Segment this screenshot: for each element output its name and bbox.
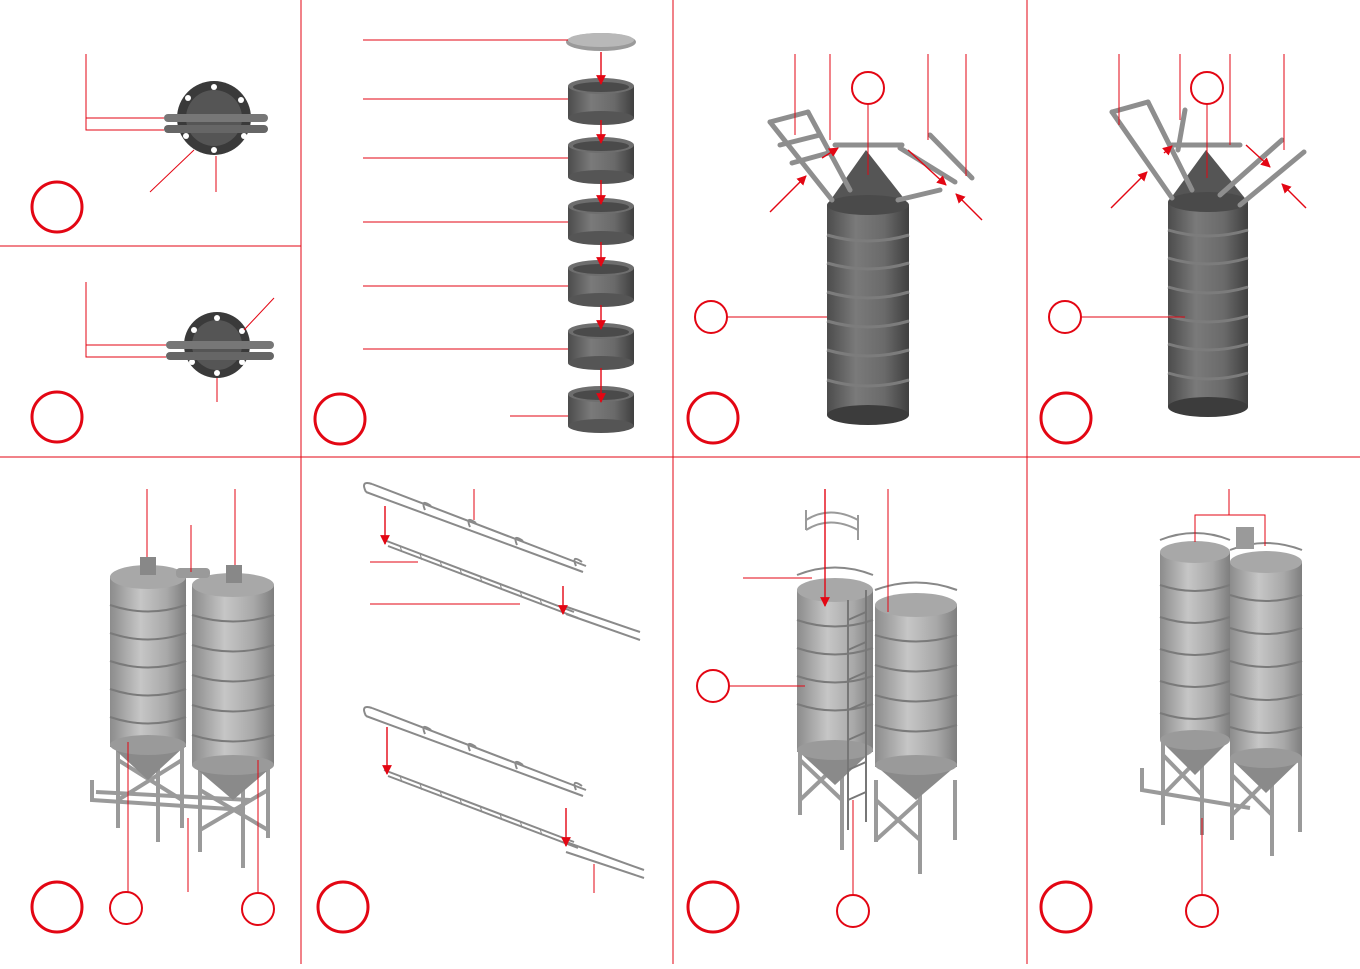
callout-marker-p4-body [1049,301,1081,333]
callout-marker-p4-top [1191,72,1223,104]
silo-ring-1 [568,78,634,125]
assembly-arrows [385,506,566,846]
panel-5 [32,489,274,932]
step-marker-1a [32,182,82,232]
panel-1b [32,282,274,442]
panel-8 [1041,489,1302,932]
step-marker-6 [318,882,368,932]
panel-1a [32,54,268,232]
step-marker-7 [688,882,738,932]
step-marker-3 [688,393,738,443]
ladder-assembly-bottom [364,707,644,878]
silo-right [176,565,274,800]
leader-lines [363,40,568,416]
panel-6 [318,483,644,932]
roof-disc [566,33,636,51]
step-marker-1b [32,392,82,442]
silo-ring-3 [568,198,634,245]
panel-3 [688,54,982,443]
silo-left [1160,533,1230,775]
silo-ring-2 [568,137,634,184]
silo-left [797,568,873,786]
silo-right [875,583,957,801]
silo-ring-4 [568,260,634,307]
callout-marker-p3-body [695,301,727,333]
silo-body [1168,150,1248,417]
step-marker-5 [32,882,82,932]
callout-marker-p8-base [1186,895,1218,927]
callout-marker-p3-top [852,72,884,104]
callout-marker-p7-body [697,670,729,702]
panel-2 [315,33,636,444]
step-marker-8 [1041,882,1091,932]
base-plate-top-view [164,81,268,155]
step-marker-2 [315,394,365,444]
callout-marker-p5-left [110,892,142,924]
callout-marker-p7-ladder [837,895,869,927]
callout-marker-p5-right [242,893,274,925]
silo-right [1230,527,1302,793]
step-marker-4 [1041,393,1091,443]
panel-4 [1041,54,1306,443]
silo-left [110,557,186,780]
silo-ring-5 [568,323,634,370]
silo-body [827,150,909,425]
leader-lines [370,489,594,893]
base-plate-top-view-2 [166,312,274,378]
panel-7 [688,489,957,932]
roof-railing-part [806,510,858,540]
